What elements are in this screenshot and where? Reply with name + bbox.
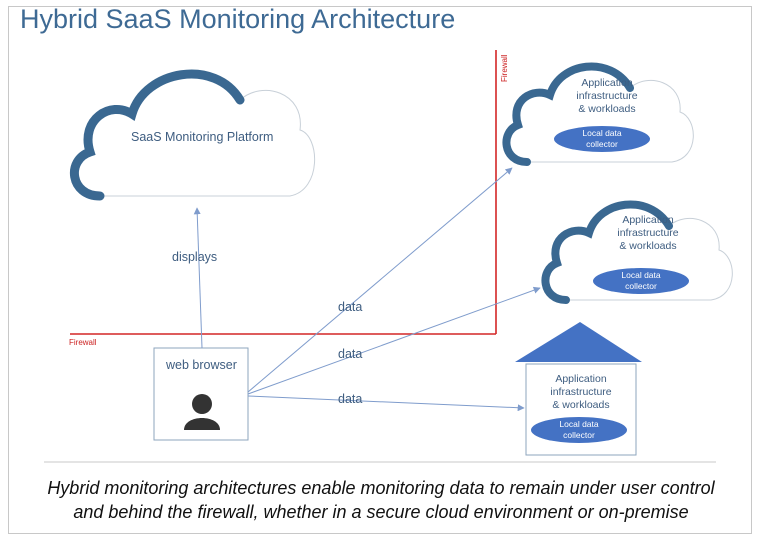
- cloud-1: [502, 62, 694, 166]
- firewall-horizontal-label: Firewall: [69, 338, 97, 347]
- saas-cloud: [70, 69, 316, 201]
- caption-line-2: and behind the firewall, whether in a se…: [73, 502, 689, 522]
- collector-2-ellipse: [593, 268, 689, 294]
- data-arrow-2: [247, 286, 541, 395]
- user-icon: [184, 394, 220, 430]
- onprem-house: [515, 322, 642, 456]
- browser-label: web browser: [166, 358, 237, 372]
- collector-3-ellipse: [531, 417, 627, 443]
- data-arrow-1: [247, 167, 513, 393]
- firewall-vertical-label: Firewall: [500, 54, 509, 82]
- data-label-3: data: [338, 392, 363, 406]
- caption: Hybrid monitoring architectures enable m…: [0, 476, 762, 524]
- displays-arrow: [193, 207, 203, 349]
- data-arrow-3: [247, 395, 525, 412]
- displays-label: displays: [172, 250, 218, 264]
- slide-frame: [8, 6, 752, 534]
- collector-1-ellipse: [554, 126, 650, 152]
- data-label-1: data: [338, 300, 363, 314]
- page-title: Hybrid SaaS Monitoring Architecture: [20, 4, 456, 34]
- data-label-2: data: [338, 347, 363, 361]
- cloud-2: [541, 200, 733, 304]
- saas-platform-label: SaaS Monitoring Platform: [131, 130, 274, 144]
- caption-line-1: Hybrid monitoring architectures enable m…: [47, 478, 715, 498]
